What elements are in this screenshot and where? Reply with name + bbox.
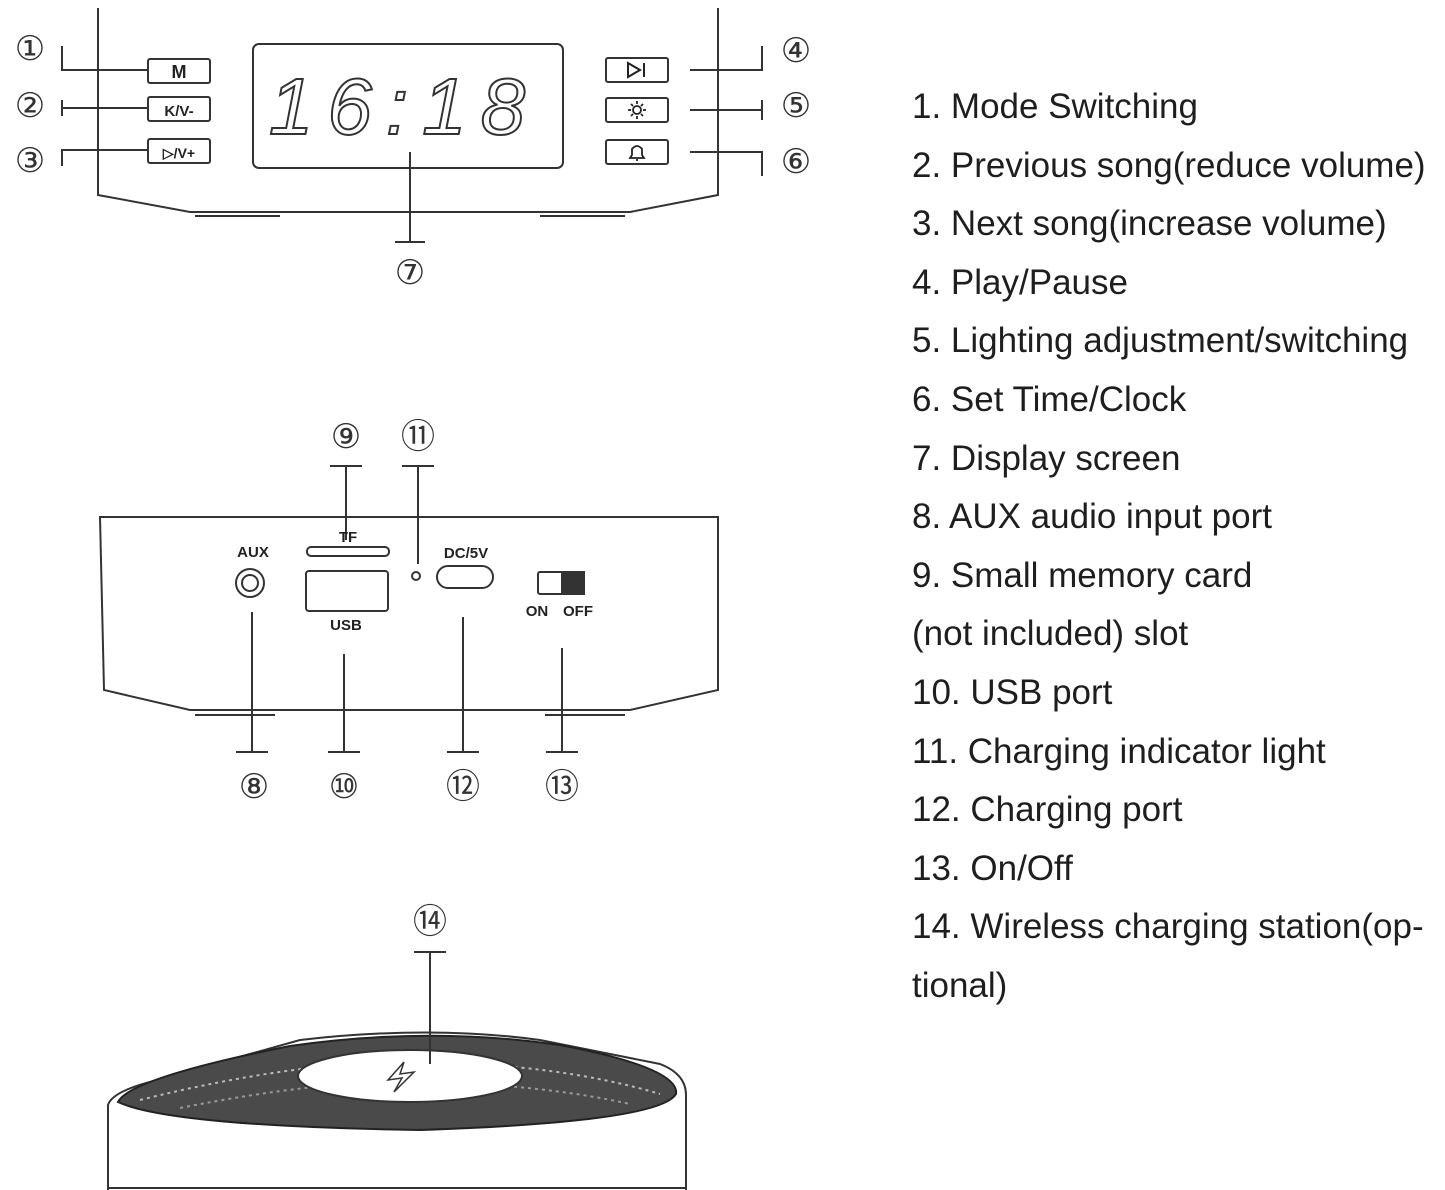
- usb-port[interactable]: [305, 570, 389, 612]
- legend-item: 7. Display screen: [912, 438, 1181, 478]
- legend-item: 13. On/Off: [912, 848, 1073, 888]
- callout-10: ⑩: [329, 768, 359, 806]
- charging-port[interactable]: [436, 565, 494, 589]
- callout-8: ⑧: [239, 768, 269, 806]
- legend-item: 2. Previous song(reduce volume): [912, 145, 1426, 185]
- front-callouts: ① ② ③ ④ ⑤ ⑥ ⑦: [15, 30, 811, 292]
- power-switch-knob: [561, 571, 585, 595]
- play-pause-icon: [627, 61, 645, 79]
- callout-9: ⑨: [331, 418, 361, 456]
- legend-item: 10. USB port: [912, 672, 1113, 712]
- leader-line-3: [61, 149, 148, 166]
- callout-4: ④: [781, 32, 811, 70]
- off-label: OFF: [563, 603, 593, 620]
- tf-label: TF: [339, 529, 357, 546]
- leader-line-9: [330, 465, 362, 540]
- callout-1: ①: [15, 30, 45, 68]
- aux-port-inner: [241, 574, 259, 592]
- back-labels: AUX TF USB DC/5V ON OFF: [237, 529, 593, 634]
- legend-item: tional): [912, 965, 1008, 1005]
- lightning-icon: [386, 1061, 417, 1093]
- leader-line-6: [690, 151, 763, 176]
- next-button-label: ▷/V+: [162, 145, 195, 161]
- callout-12: ⑫: [446, 768, 480, 806]
- aux-label: AUX: [237, 544, 269, 561]
- leader-line-12: [447, 617, 479, 753]
- display-screen: [252, 43, 564, 169]
- legend-item: 9. Small memory card: [912, 555, 1253, 595]
- legend-item: 14. Wireless charging station(op-: [912, 907, 1424, 947]
- charging-indicator-light: [411, 571, 421, 581]
- legend-item: 8. AUX audio input port: [912, 497, 1272, 537]
- front-view: [61, 8, 763, 243]
- legend-item: 1. Mode Switching: [912, 87, 1198, 126]
- legend-item: 5. Lighting adjustment/switching: [912, 321, 1409, 361]
- top-view: [107, 951, 687, 1190]
- back-callouts: ⑧ ⑨ ⑩ ⑪ ⑫ ⑬: [239, 418, 579, 806]
- leader-line-7: [395, 152, 425, 243]
- leader-line-11: [402, 465, 434, 564]
- mode-button-label: M: [172, 62, 187, 82]
- legend-item: 4. Play/Pause: [912, 262, 1128, 302]
- callout-14: ⑭: [413, 903, 447, 941]
- feature-legend: 1. Mode Switching 2. Previous song(reduc…: [912, 78, 1442, 1016]
- legend-item: 11. Charging indicator light: [912, 731, 1326, 771]
- sun-icon: [628, 101, 646, 119]
- callout-11: ⑪: [401, 418, 435, 456]
- legend-item: (not included) slot: [912, 614, 1189, 654]
- top-body-outline: [107, 1031, 687, 1190]
- product-diagram: M K/V- ▷/V+ 16:18 ① ② ③ ④ ⑤ ⑥ ⑦: [15, 8, 811, 1190]
- dc-label: DC/5V: [444, 545, 488, 562]
- aux-port[interactable]: [235, 568, 265, 598]
- light-button[interactable]: [605, 97, 669, 123]
- alarm-button[interactable]: [605, 139, 669, 165]
- leader-line-8: [236, 612, 268, 753]
- callout-13: ⑬: [545, 768, 579, 806]
- bell-icon: [628, 145, 646, 161]
- callout-5: ⑤: [781, 87, 811, 125]
- leader-line-13: [546, 648, 578, 753]
- previous-button-label: K/V-: [164, 103, 193, 120]
- leader-line-5: [690, 100, 763, 120]
- display-time: 16:18: [269, 62, 539, 151]
- leader-line-4: [690, 46, 763, 71]
- speaker-grille-texture: [139, 1060, 661, 1101]
- callout-3: ③: [15, 142, 45, 180]
- callout-7: ⑦: [395, 254, 425, 292]
- legend-item: 12. Charging port: [912, 790, 1183, 830]
- usb-label: USB: [330, 617, 362, 634]
- tf-card-slot[interactable]: [306, 546, 390, 557]
- callout-2: ②: [15, 87, 45, 125]
- back-view: [98, 465, 719, 753]
- leader-line-2: [61, 100, 148, 116]
- legend-item: 3. Next song(increase volume): [912, 204, 1387, 244]
- callout-6: ⑥: [781, 143, 811, 181]
- leader-line-1: [61, 46, 148, 71]
- play-pause-button[interactable]: [605, 57, 669, 83]
- back-body-outline: [98, 516, 719, 711]
- legend-item: 6. Set Time/Clock: [912, 379, 1187, 419]
- on-label: ON: [526, 603, 549, 620]
- leader-line-10: [328, 654, 360, 753]
- leader-line-14: [414, 951, 446, 1064]
